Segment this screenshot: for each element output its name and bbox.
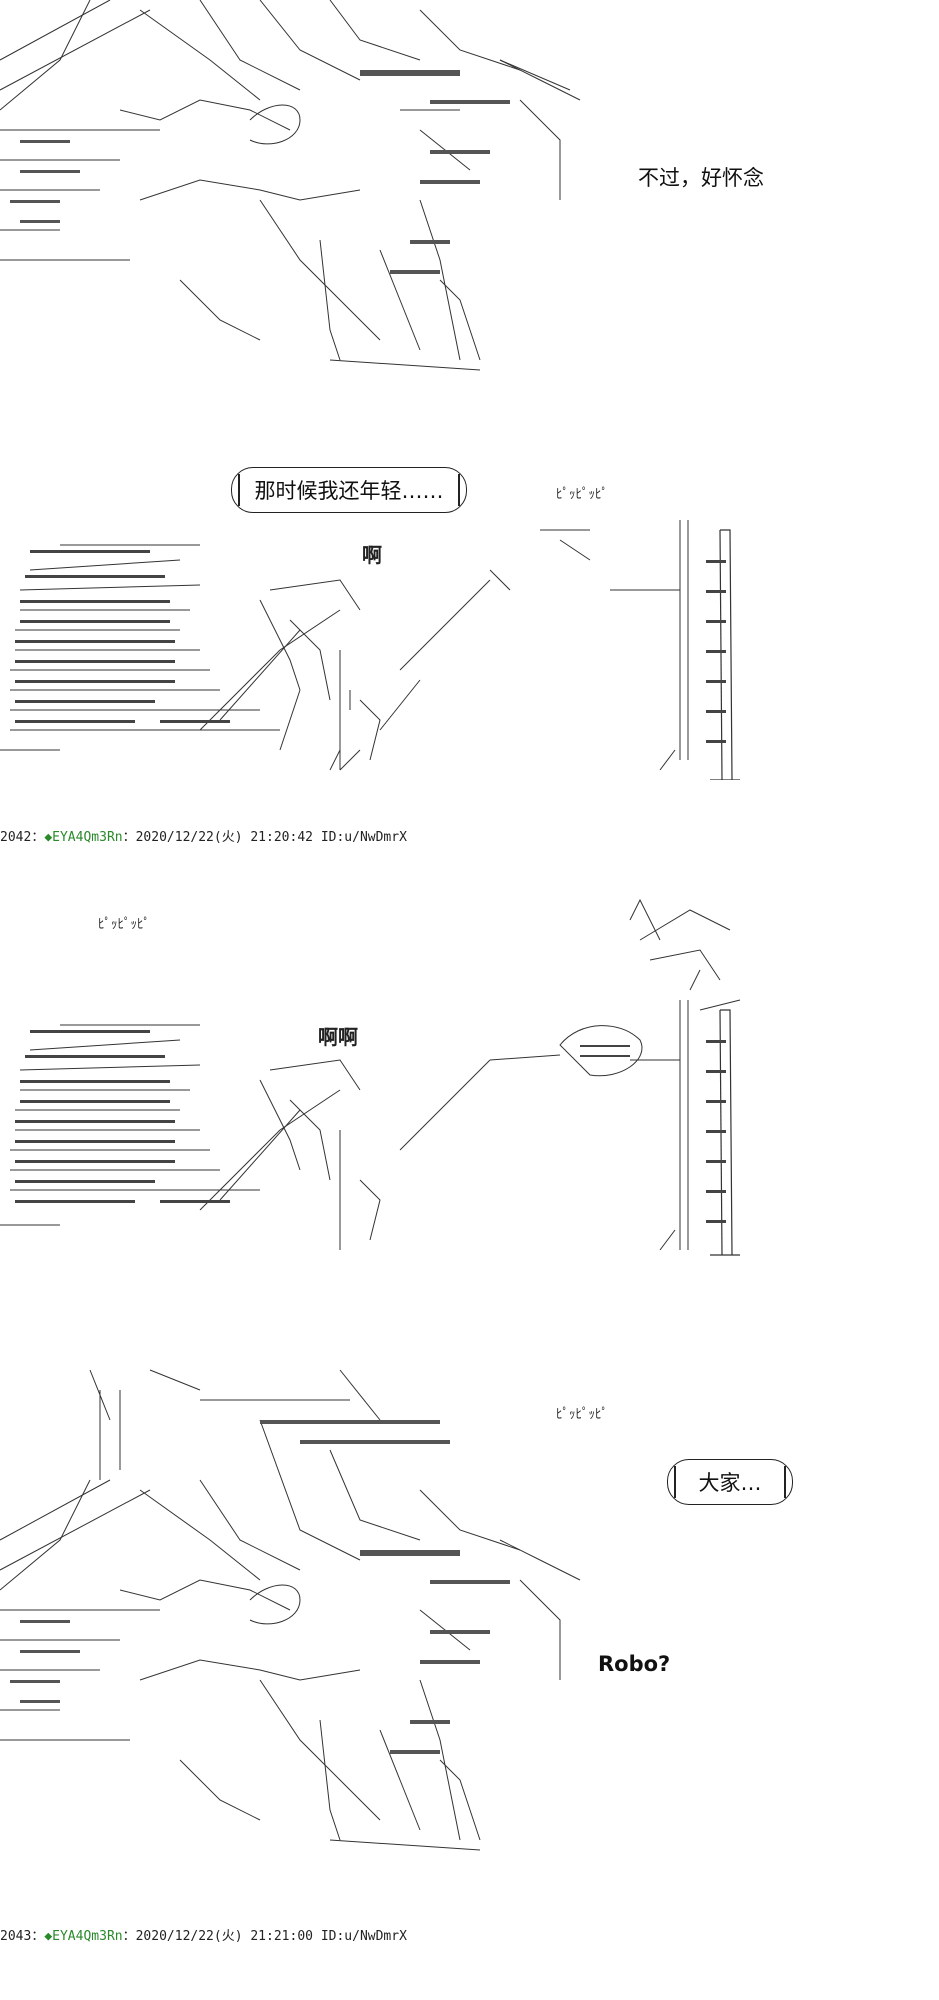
- speech-bubble: 那时候我还年轻……: [231, 467, 467, 513]
- narration-caption: 不过，好怀念: [638, 166, 764, 190]
- ascii-art-desk-robot-waking: [0, 880, 939, 1260]
- tripcode: EYA4Qm3Rn: [52, 830, 123, 845]
- post-datetime: ：2020/12/22(火) 21:20:42: [122, 830, 313, 845]
- post-number: 2043: [0, 1929, 32, 1944]
- post-id: ID:u/NwDmrX: [320, 1929, 407, 1944]
- beep-sound-effect: ﾋﾟｯﾋﾟｯﾋﾟ: [556, 487, 608, 502]
- beep-sound-effect: ﾋﾟｯﾋﾟｯﾋﾟ: [98, 917, 150, 932]
- post-separator: ：: [31, 1929, 45, 1944]
- post-separator: ：: [31, 830, 45, 845]
- speech-bubble: 大家…: [667, 1459, 793, 1505]
- diamond-icon: ◆: [44, 1929, 53, 1944]
- post-id: ID:u/NwDmrX: [320, 830, 407, 845]
- diamond-icon: ◆: [44, 830, 53, 845]
- beep-sound-effect: ﾋﾟｯﾋﾟｯﾋﾟ: [556, 1407, 608, 1422]
- post-number: 2042: [0, 830, 32, 845]
- panel-3: ﾋﾟｯﾋﾟｯﾋﾟ 啊啊: [0, 880, 939, 1260]
- exclaim-sound-effect: 啊: [362, 543, 382, 567]
- panel-2: 那时候我还年轻…… ﾋﾟｯﾋﾟｯﾋﾟ 啊: [0, 450, 939, 780]
- post-header: 2043：◆EYA4Qm3Rn：2020/12/22(火) 21:21:00 I…: [0, 1925, 407, 1944]
- ascii-art-crowd-bottom: [0, 1360, 939, 1860]
- post-header: 2042：◆EYA4Qm3Rn：2020/12/22(火) 21:20:42 I…: [0, 826, 407, 845]
- narration-caption: Robo?: [598, 1652, 671, 1676]
- ascii-art-crowd-top: [0, 0, 939, 390]
- post-datetime: ：2020/12/22(火) 21:21:00: [122, 1929, 313, 1944]
- ascii-art-desk-robot: [0, 450, 939, 780]
- panel-4: ﾋﾟｯﾋﾟｯﾋﾟ 大家… Robo?: [0, 1360, 939, 1860]
- panel-1: 不过，好怀念: [0, 0, 939, 390]
- exclaim-sound-effect: 啊啊: [318, 1025, 358, 1049]
- tripcode: EYA4Qm3Rn: [52, 1929, 123, 1944]
